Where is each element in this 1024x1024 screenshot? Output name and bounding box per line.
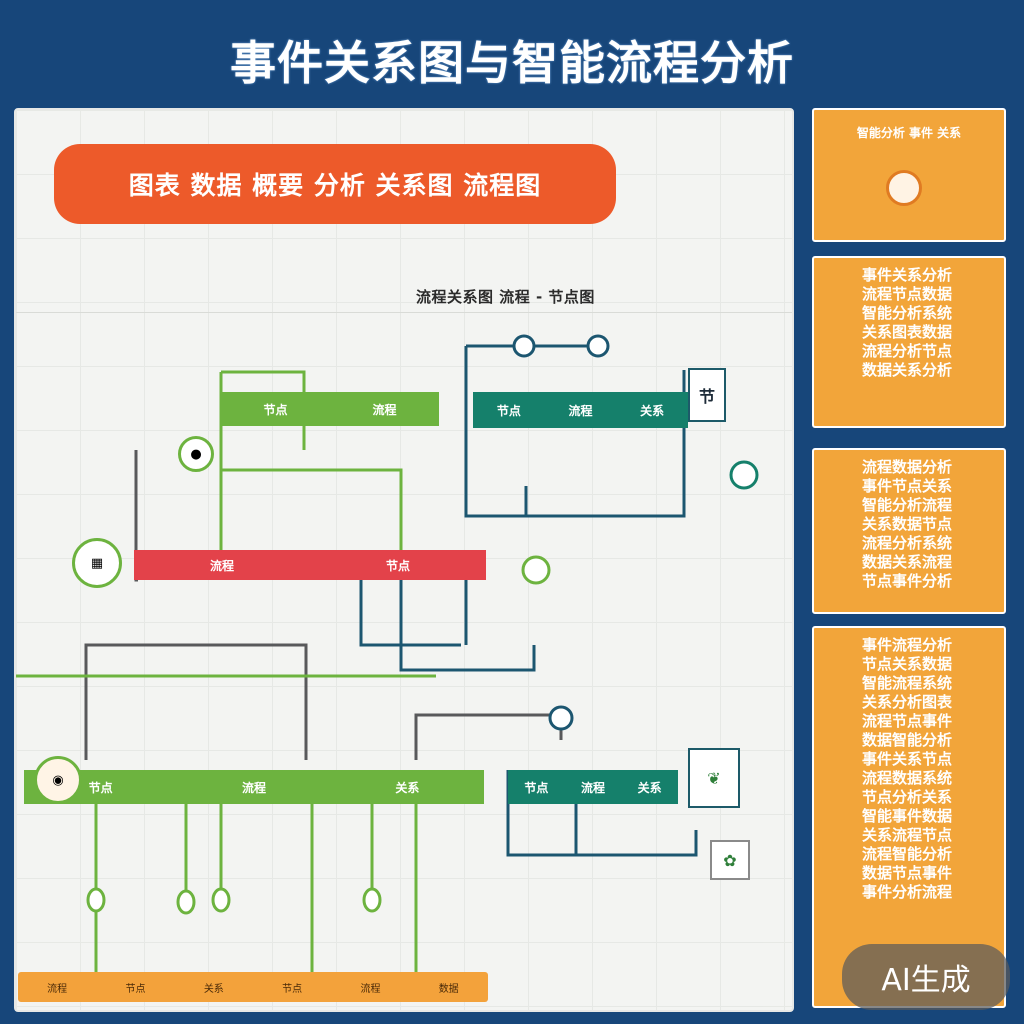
node-pin-2 — [586, 334, 610, 358]
node-ring-4 — [362, 887, 382, 913]
connector-teal-1 — [464, 346, 686, 518]
teal-bar-bottom-label-1: 节点 — [524, 780, 549, 795]
bottom-bar-label-4: 节点 — [282, 983, 303, 995]
ai-generated-badge: AI生成 — [842, 944, 1010, 1010]
card-3-line-6: 数据智能分析 — [862, 731, 953, 749]
sidebar: 智能分析 事件 关系 事件关系分析 流程节点数据 智能分析系统 关系图表数据 流… — [812, 108, 1006, 1008]
bottom-bar-label-3: 关系 — [203, 983, 224, 995]
card-1-line-4: 关系图表数据 — [862, 323, 953, 341]
green-bar-bottom-label-2: 流程 — [241, 780, 266, 795]
bottom-bar-label-1: 流程 — [47, 983, 68, 995]
card-1-line-1: 事件关系分析 — [862, 266, 953, 284]
green-bar-bottom: 节点 流程 关系 — [24, 770, 484, 804]
page-title: 事件关系图与智能流程分析 — [230, 36, 794, 90]
diagram-subheading: 流程关系图 流程 - 节点图 — [416, 288, 595, 306]
connector-teal-5 — [399, 570, 536, 672]
teal-bar-top-label-2: 流程 — [568, 403, 593, 418]
card-2-line-3: 智能分析流程 — [862, 496, 953, 514]
grid-node-icon: ▦ — [72, 538, 122, 588]
red-bar: 流程 节点 — [134, 550, 486, 580]
bottom-bar-label-6: 数据 — [438, 983, 459, 995]
connector-green-3 — [221, 468, 403, 550]
teal-bar-top-label-3: 关系 — [640, 403, 665, 418]
main-diagram-panel: 图表 数据 概要 分析 关系图 流程图 流程关系图 流程 - 节点图 — [14, 108, 794, 1012]
green-bar-top-label-1: 节点 — [263, 402, 288, 417]
card-1-line-5: 流程分析节点 — [862, 342, 953, 360]
sidebar-card-1: 事件关系分析 流程节点数据 智能分析系统 关系图表数据 流程分析节点 数据关系分… — [812, 256, 1006, 428]
bottom-bar-label-5: 流程 — [360, 983, 381, 995]
connector-teal-7 — [506, 770, 698, 857]
card-3-line-13: 数据节点事件 — [862, 864, 953, 882]
plant-icon: ❦ — [688, 748, 740, 808]
avatar — [886, 170, 922, 206]
card-2-line-1: 流程数据分析 — [862, 458, 953, 476]
red-bar-label-1: 流程 — [209, 558, 234, 573]
card-3-line-9: 节点分析关系 — [862, 788, 953, 806]
sidebar-card-2: 流程数据分析 事件节点关系 智能分析流程 关系数据节点 流程分析系统 数据关系流… — [812, 448, 1006, 614]
card-2-line-4: 关系数据节点 — [862, 515, 953, 533]
node-pin-4 — [729, 460, 759, 490]
node-pin-3 — [548, 705, 574, 731]
node-ring-1 — [86, 887, 106, 913]
teal-bar-top-label-1: 节点 — [496, 403, 521, 418]
node-ring-3 — [211, 887, 231, 913]
sidebar-header-text: 智能分析 事件 关系 — [856, 126, 962, 140]
node-ring-2 — [176, 889, 196, 915]
node-pin-5 — [521, 555, 551, 585]
teal-bar-bottom-label-2: 流程 — [580, 780, 605, 795]
card-3-line-7: 事件关系节点 — [862, 750, 953, 768]
food-icon: ◉ — [34, 756, 82, 804]
sidebar-header-card: 智能分析 事件 关系 — [812, 108, 1006, 242]
node-pin-1 — [512, 334, 536, 358]
card-3-line-12: 流程智能分析 — [862, 845, 953, 863]
connector-lines — [16, 334, 759, 972]
card-3-line-5: 流程节点事件 — [862, 712, 953, 730]
card-3-line-11: 关系流程节点 — [862, 826, 953, 844]
card-3-line-1: 事件流程分析 — [862, 636, 953, 654]
card-1-line-3: 智能分析系统 — [862, 304, 953, 322]
card-2-line-7: 节点事件分析 — [862, 572, 953, 590]
teal-bar-bottom: 节点 流程 关系 — [508, 770, 678, 804]
card-1-line-2: 流程节点数据 — [862, 285, 953, 303]
green-bar-top: 节点 流程 — [221, 392, 439, 426]
card-3-line-10: 智能事件数据 — [862, 807, 953, 825]
card-1-line-6: 数据关系分析 — [862, 361, 953, 379]
bottom-bar-label-2: 节点 — [125, 983, 146, 995]
bottom-bar: 流程 节点 关系 节点 流程 数据 — [18, 972, 488, 1002]
card-3-line-2: 节点关系数据 — [862, 655, 953, 673]
card-3-line-14: 事件分析流程 — [862, 883, 953, 901]
card-3-line-8: 流程数据系统 — [862, 769, 953, 787]
green-bar-top-label-2: 流程 — [372, 402, 397, 417]
connector-teal-4 — [359, 570, 461, 647]
card-3-line-4: 关系分析图表 — [862, 693, 953, 711]
divider — [16, 312, 792, 313]
green-bar-bottom-label-3: 关系 — [395, 780, 420, 795]
node-icon-small: ● — [178, 436, 214, 472]
red-bar-label-2: 节点 — [385, 558, 410, 573]
connector-gray-3 — [414, 713, 563, 760]
diagram-banner: 图表 数据 概要 分析 关系图 流程图 — [54, 144, 616, 224]
green-bar-bottom-label-1: 节点 — [88, 780, 113, 795]
card-2-line-2: 事件节点关系 — [862, 477, 953, 495]
teal-bar-bottom-label-3: 关系 — [637, 780, 662, 795]
card-2-line-6: 数据关系流程 — [862, 553, 953, 571]
card-2-line-5: 流程分析系统 — [862, 534, 953, 552]
potted-plant-icon: ✿ — [710, 840, 750, 880]
connector-gray-2 — [84, 643, 308, 760]
card-3-line-3: 智能流程系统 — [862, 674, 953, 692]
connector-gray-1 — [134, 450, 138, 582]
node-icon-box-1: 节 — [688, 368, 726, 422]
teal-bar-top: 节点 流程 关系 — [473, 392, 688, 428]
